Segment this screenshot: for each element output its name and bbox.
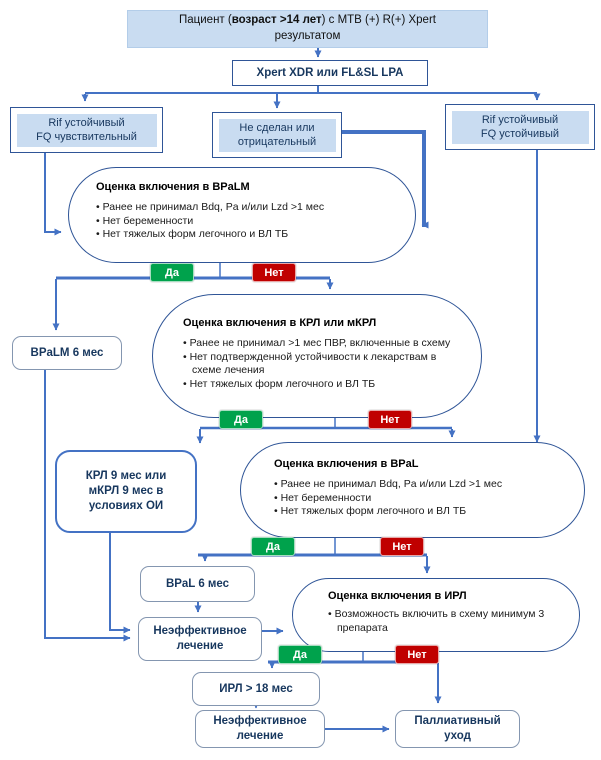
krl-eligibility-ellipse: Оценка включения в КРЛ или мКРЛ Ранее не…: [152, 294, 482, 418]
patient-box: Пациент (возраст >14 лет) с МТВ (+) R(+)…: [127, 10, 488, 48]
criterion: Ранее не принимал Bdq, Pa и/или Lzd >1 м…: [274, 478, 570, 492]
yes-badge-bpal: Да: [251, 537, 295, 556]
criterion: Ранее не принимал Bdq, Pa и/или Lzd >1 м…: [96, 201, 397, 215]
xpert-test-box: Xpert XDR или FL&SL LPA: [232, 60, 428, 86]
bpalm-6-months-box: BPaLM 6 мес: [12, 336, 122, 370]
bpalm-eligibility-ellipse: Оценка включения в BPaLM Ранее не приним…: [68, 167, 416, 263]
no-badge-irl: Нет: [395, 645, 439, 664]
criterion: Нет подтвержденной устойчивости к лекарс…: [183, 351, 467, 378]
branch-label: Rif устойчивый FQ устойчивый: [451, 110, 589, 144]
criterion: Возможность включить в схему минимум 3 п…: [328, 608, 563, 635]
no-badge-bpalm: Нет: [252, 263, 296, 282]
patient-text: Пациент (возраст >14 лет) с МТВ (+) R(+)…: [179, 14, 436, 42]
branch-label: Не сделан или отрицательный: [218, 118, 336, 152]
criterion: Нет беременности: [274, 492, 570, 506]
yes-badge-bpalm: Да: [150, 263, 194, 282]
palliative-care-box: Паллиативный уход: [395, 710, 520, 748]
criterion: Нет беременности: [96, 215, 397, 229]
yes-badge-krl: Да: [219, 410, 263, 429]
branch-rif-resistant-fq-sensitive: Rif устойчивый FQ чувствительный: [10, 107, 163, 153]
yes-badge-irl: Да: [278, 645, 322, 664]
branch-label: Rif устойчивый FQ чувствительный: [16, 113, 157, 147]
bpal-6-months-box: BPaL 6 мес: [140, 566, 255, 602]
no-badge-krl: Нет: [368, 410, 412, 429]
ineffective-treatment-box-1: Неэффективное лечение: [138, 617, 262, 661]
irl-18-months-box: ИРЛ > 18 мес: [192, 672, 320, 706]
krl-9-months-box: КРЛ 9 мес или мКРЛ 9 мес в условиях ОИ: [55, 450, 197, 533]
bpal-eligibility-ellipse: Оценка включения в BPaL Ранее не принима…: [240, 442, 585, 538]
criterion: Нет тяжелых форм легочного и ВЛ ТБ: [274, 505, 570, 519]
criterion: Нет тяжелых форм легочного и ВЛ ТБ: [96, 228, 397, 242]
no-badge-bpal: Нет: [380, 537, 424, 556]
ineffective-treatment-box-2: Неэффективное лечение: [195, 710, 325, 748]
irl-eligibility-ellipse: Оценка включения в ИРЛ Возможность включ…: [292, 578, 580, 652]
branch-rif-resistant-fq-resistant: Rif устойчивый FQ устойчивый: [445, 104, 595, 150]
branch-not-done-or-negative: Не сделан или отрицательный: [212, 112, 342, 158]
criterion: Ранее не принимал >1 мес ПВР, включенные…: [183, 337, 467, 351]
criterion: Нет тяжелых форм легочного и ВЛ ТБ: [183, 378, 467, 392]
